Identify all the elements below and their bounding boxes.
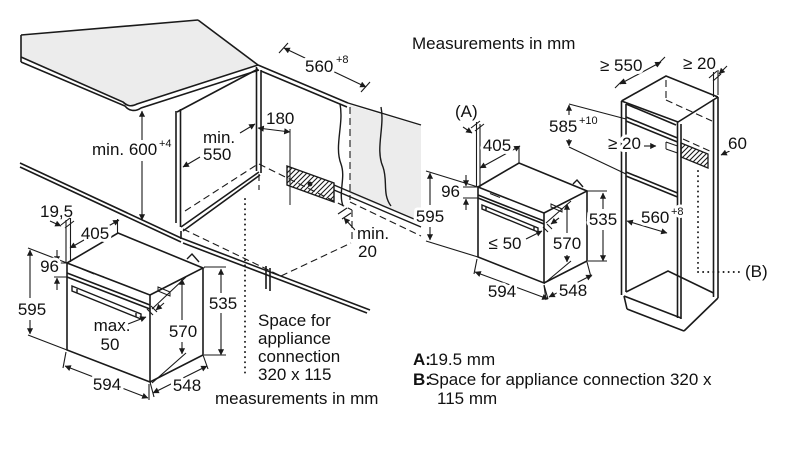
- legend-a-value: 19.5 mm: [429, 350, 495, 369]
- built-in-oven-left: [66, 232, 205, 384]
- legend-b-value-2: 115 mm: [437, 389, 497, 408]
- side-vent: [550, 203, 563, 213]
- wavy-break-right: [379, 106, 392, 207]
- b-leader-dotted: [697, 170, 742, 273]
- legend: A: 19.5 mm B: Space for appliance connec…: [413, 350, 712, 408]
- dim-niche-depth-2: 550: [203, 145, 231, 164]
- dim-panel-height: 96: [441, 182, 460, 201]
- corner-notch: [186, 252, 200, 263]
- wavy-break-left: [337, 103, 344, 207]
- tall-cabinet-column: [620, 75, 742, 332]
- dim-column-niche-height: 585: [549, 117, 577, 136]
- built-in-oven-right: [477, 162, 589, 285]
- dim-oven-depth: 548: [173, 376, 201, 395]
- rear-wall-surface: [350, 105, 421, 222]
- right-diagram: Measurements in mm: [412, 34, 768, 408]
- dim-column-top-gap: ≥ 20: [683, 54, 716, 73]
- side-vent: [157, 286, 171, 297]
- dim-top-depth: 405: [483, 136, 511, 155]
- dim-niche-height-sup: +4: [159, 138, 172, 150]
- dim-column-niche-width-sup: +8: [671, 206, 684, 218]
- countertop: [20, 19, 422, 222]
- dim-niche-width-sup: +8: [336, 54, 349, 66]
- oven-display: [489, 193, 501, 198]
- legend-b-key: B:: [413, 370, 431, 389]
- dim-door-height: 570: [169, 322, 197, 341]
- left-diagram: 19,5 405 96 595 max. 50 570 594 548 535 …: [15, 19, 422, 408]
- dim-door-height: 570: [553, 234, 581, 253]
- dim-niche-depth-1: min.: [203, 128, 235, 147]
- corner-notch: [572, 178, 584, 188]
- note-units: measurements in mm: [215, 389, 378, 408]
- oven-display: [81, 268, 105, 278]
- dim-vent-depth: 60: [728, 134, 747, 153]
- vent-hatch: [680, 142, 709, 169]
- dim-column-niche-width: 560: [641, 208, 669, 227]
- rear-rails: [333, 184, 422, 228]
- dim-oven-depth: 548: [559, 281, 587, 300]
- note-connection-2: appliance: [258, 329, 331, 348]
- dim-door-protrusion: ≤ 50: [489, 234, 522, 253]
- dim-oven-height: 595: [18, 300, 46, 319]
- dim-door-max-2: 50: [101, 335, 120, 354]
- dim-niche-width: 560: [305, 57, 333, 76]
- legend-a-key: A:: [413, 350, 431, 369]
- note-connection-1: Space for: [258, 311, 331, 330]
- niche-dimensions: [138, 42, 371, 231]
- niche: [19, 64, 422, 375]
- oven-handle: [71, 284, 142, 321]
- dim-column-niche-height-sup: +10: [579, 115, 598, 127]
- dim-oven-height: 595: [416, 207, 444, 226]
- marker-b: (B): [745, 262, 768, 281]
- marker-a: (A): [455, 102, 478, 121]
- connection-space-dot: [307, 181, 313, 187]
- dim-rear-gap-1: min.: [357, 224, 389, 243]
- dim-body-height: 535: [209, 294, 237, 313]
- dim-frame-depth: 19,5: [40, 202, 73, 221]
- dim-top-depth: 405: [81, 224, 109, 243]
- right-oven-dimensions: [425, 120, 607, 301]
- right-title: Measurements in mm: [412, 34, 575, 53]
- dim-oven-width: 594: [93, 375, 121, 394]
- note-connection-4: 320 x 115: [258, 365, 331, 384]
- dim-panel-height: 96: [40, 257, 59, 276]
- column-dimensions: [565, 56, 733, 235]
- dim-rear-gap-2: 20: [358, 242, 377, 261]
- dim-vent-gap: ≥ 20: [608, 134, 641, 153]
- dim-oven-width: 594: [488, 282, 516, 301]
- dim-door-max-1: max.: [94, 316, 131, 335]
- left-oven-dimensions: [26, 217, 226, 400]
- legend-b-value-1: Space for appliance connection 320 x: [428, 370, 712, 389]
- dim-column-depth: ≥ 550: [600, 56, 642, 75]
- wall-top-edge: [347, 102, 422, 126]
- dim-niche-height: min. 600: [92, 140, 157, 159]
- dim-recess: 180: [266, 109, 294, 128]
- note-connection-3: connection: [258, 347, 340, 366]
- dim-body-height: 535: [589, 210, 617, 229]
